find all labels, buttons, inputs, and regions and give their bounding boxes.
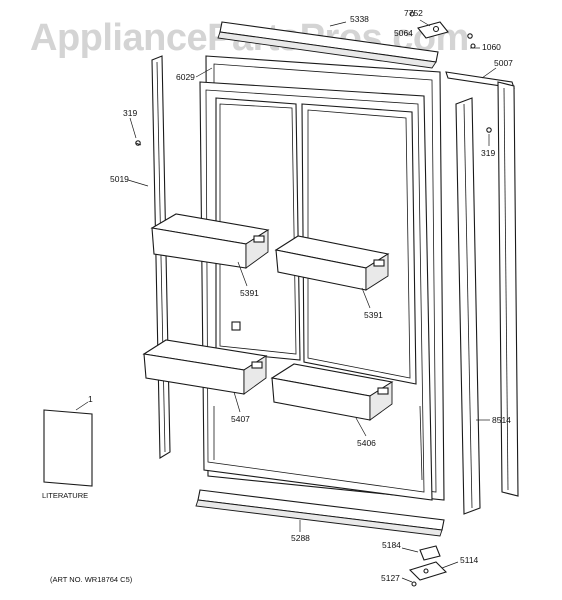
door-shelf-upper-right-5391 bbox=[274, 235, 390, 291]
callout-5007: 5007 bbox=[494, 58, 513, 68]
screw-right-319 bbox=[486, 127, 492, 133]
callout-1060: 1060 bbox=[482, 42, 501, 52]
callout-5184: 5184 bbox=[382, 540, 401, 550]
callout-5338: 5338 bbox=[350, 14, 369, 24]
callout-5019: 5019 bbox=[110, 174, 129, 184]
callout-5391-right: 5391 bbox=[364, 310, 383, 320]
door-bin-lower-right-5406 bbox=[270, 363, 394, 421]
door-shelf-upper-left-5391 bbox=[150, 213, 270, 269]
door-side-trim-8514 bbox=[455, 97, 481, 515]
callout-6029: 6029 bbox=[176, 72, 195, 82]
callout-5391-left: 5391 bbox=[240, 288, 259, 298]
callout-1: 1 bbox=[88, 394, 93, 404]
top-door-trim-5338 bbox=[217, 21, 439, 69]
literature-label: LITERATURE bbox=[42, 491, 88, 500]
callout-8514: 8514 bbox=[492, 415, 511, 425]
callout-319-right: 319 bbox=[481, 148, 495, 158]
art-number: (ART NO. WR18764 C5) bbox=[50, 575, 133, 584]
screw-left-319 bbox=[135, 140, 142, 146]
door-bin-lower-left-5407 bbox=[142, 339, 268, 395]
screw-5127 bbox=[411, 581, 417, 587]
door-side-trim-5019 bbox=[151, 55, 171, 459]
callout-5064: 5064 bbox=[394, 28, 413, 38]
callout-5407: 5407 bbox=[231, 414, 250, 424]
callout-7752: 7752 bbox=[404, 8, 423, 18]
callout-319-left: 319 bbox=[123, 108, 137, 118]
callout-5406: 5406 bbox=[357, 438, 376, 448]
callout-5114: 5114 bbox=[460, 555, 479, 565]
bottom-hinge-5114 bbox=[408, 561, 448, 581]
literature-card bbox=[43, 409, 93, 487]
top-hinge-hardware bbox=[409, 11, 476, 49]
callout-5127: 5127 bbox=[381, 573, 400, 583]
bottom-door-trim-5288 bbox=[195, 489, 445, 537]
gasket-strip-5007 bbox=[445, 71, 519, 497]
callout-5288: 5288 bbox=[291, 533, 310, 543]
leader-lines bbox=[75, 19, 497, 583]
bottom-hinge-5184 bbox=[419, 545, 441, 561]
